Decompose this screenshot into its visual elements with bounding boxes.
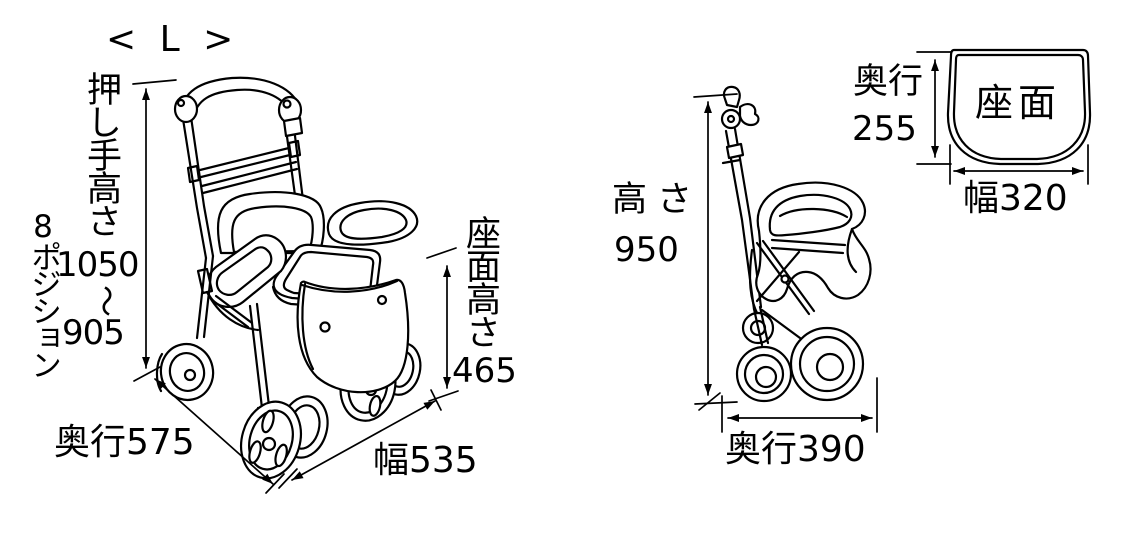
rollator-folded-drawing: [720, 85, 872, 403]
folded-seat-assembly: [748, 181, 872, 317]
right-armrest: [326, 200, 419, 246]
seat-depth-value: 255: [852, 109, 917, 149]
seat-height-value: 465: [452, 351, 517, 391]
dimension-lines: [132, 51, 1089, 494]
depth-label-side-view: 奥行575: [54, 422, 195, 463]
seat-height-dimension: [426, 247, 459, 402]
width-dimension-left: [278, 389, 442, 489]
height-dimension-folded: [693, 93, 738, 411]
depth-dimension-folded: [721, 377, 878, 433]
seat-height-label: 座面高さ: [460, 215, 500, 347]
folded-height-label: 高さ: [612, 180, 703, 220]
handle-height-dimension: [132, 79, 177, 382]
frame-crossbars: [186, 139, 302, 195]
seat-top-view-drawing: [946, 48, 1092, 166]
folded-wheels: [735, 305, 865, 403]
width-label-side-view: 幅535: [373, 440, 478, 481]
folded-handle: [720, 85, 763, 311]
depth-dimension-left: [154, 378, 285, 494]
positions-note-label: 8ポジション: [25, 209, 61, 376]
handle-height-min-value: 905: [62, 313, 125, 353]
handle-height-label: 押し手高さ: [81, 71, 121, 236]
seat-width-label: 幅320: [963, 178, 1068, 219]
handle-height-max-value: 1050: [56, 245, 140, 285]
push-handle: [173, 76, 304, 138]
seat-depth-dimension: [916, 51, 952, 165]
storage-bag: [296, 278, 410, 394]
variant-size-label: < L >: [106, 19, 240, 60]
seat-surface-label: 座面: [975, 81, 1062, 125]
seat-width-dimension: [949, 144, 1089, 185]
folded-depth-label: 奥行390: [725, 429, 866, 470]
folded-height-value: 950: [614, 230, 679, 270]
seat-depth-label: 奥行: [853, 62, 924, 102]
rollator-side-drawing: [155, 76, 422, 480]
